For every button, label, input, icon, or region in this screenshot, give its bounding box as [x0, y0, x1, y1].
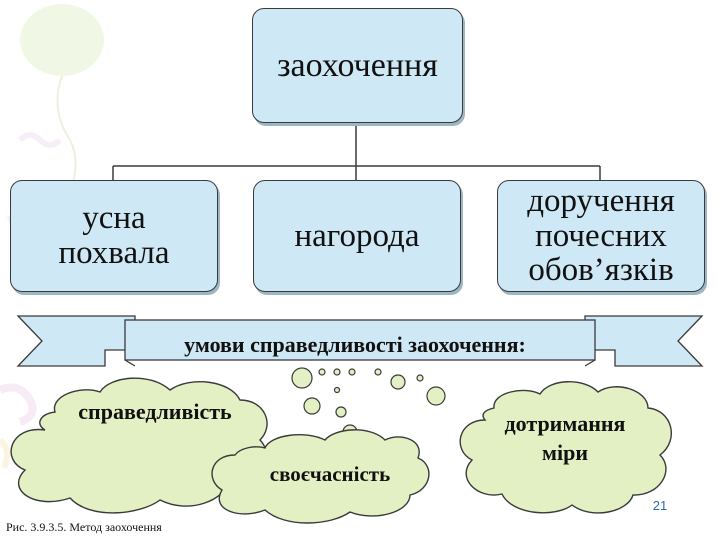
page-number: 21: [652, 498, 668, 513]
child-label-line: доручення: [527, 183, 675, 220]
figure-caption: Рис. 3.9.3.5. Метод заохочення: [6, 520, 162, 534]
child-box-honorary-duties: доручення почесних обов’язків: [497, 180, 705, 292]
child-label-line: нагорода: [294, 217, 420, 254]
cloud-label-justice: справедливість: [78, 399, 232, 424]
root-label: заохочення: [277, 46, 438, 84]
cloud-label-timeliness: своєчасність: [269, 462, 391, 486]
child-box-reward: нагорода: [253, 180, 461, 292]
cloud-label-measure: дотримання міри: [470, 410, 660, 467]
child-label-line: почесних: [535, 217, 667, 254]
cloud-label-line: дотримання: [504, 411, 626, 436]
cloud-measure: [459, 381, 672, 514]
cloud-label-line: міри: [541, 439, 588, 465]
child-label-line: обов’язків: [528, 252, 674, 289]
child-label-line: усна: [82, 200, 146, 237]
ribbon-label: умови справедливості заохочення:: [184, 332, 526, 357]
ribbon-banner: [16, 315, 704, 367]
thought-bubbles: [291, 367, 446, 440]
root-box: заохочення: [252, 8, 463, 123]
child-box-oral-praise: усна похвала: [10, 180, 218, 292]
cloud-timeliness: [211, 429, 430, 524]
connector-lines: [112, 122, 601, 180]
streamer-decoration: [0, 383, 37, 470]
child-label-line: похвала: [58, 235, 170, 271]
